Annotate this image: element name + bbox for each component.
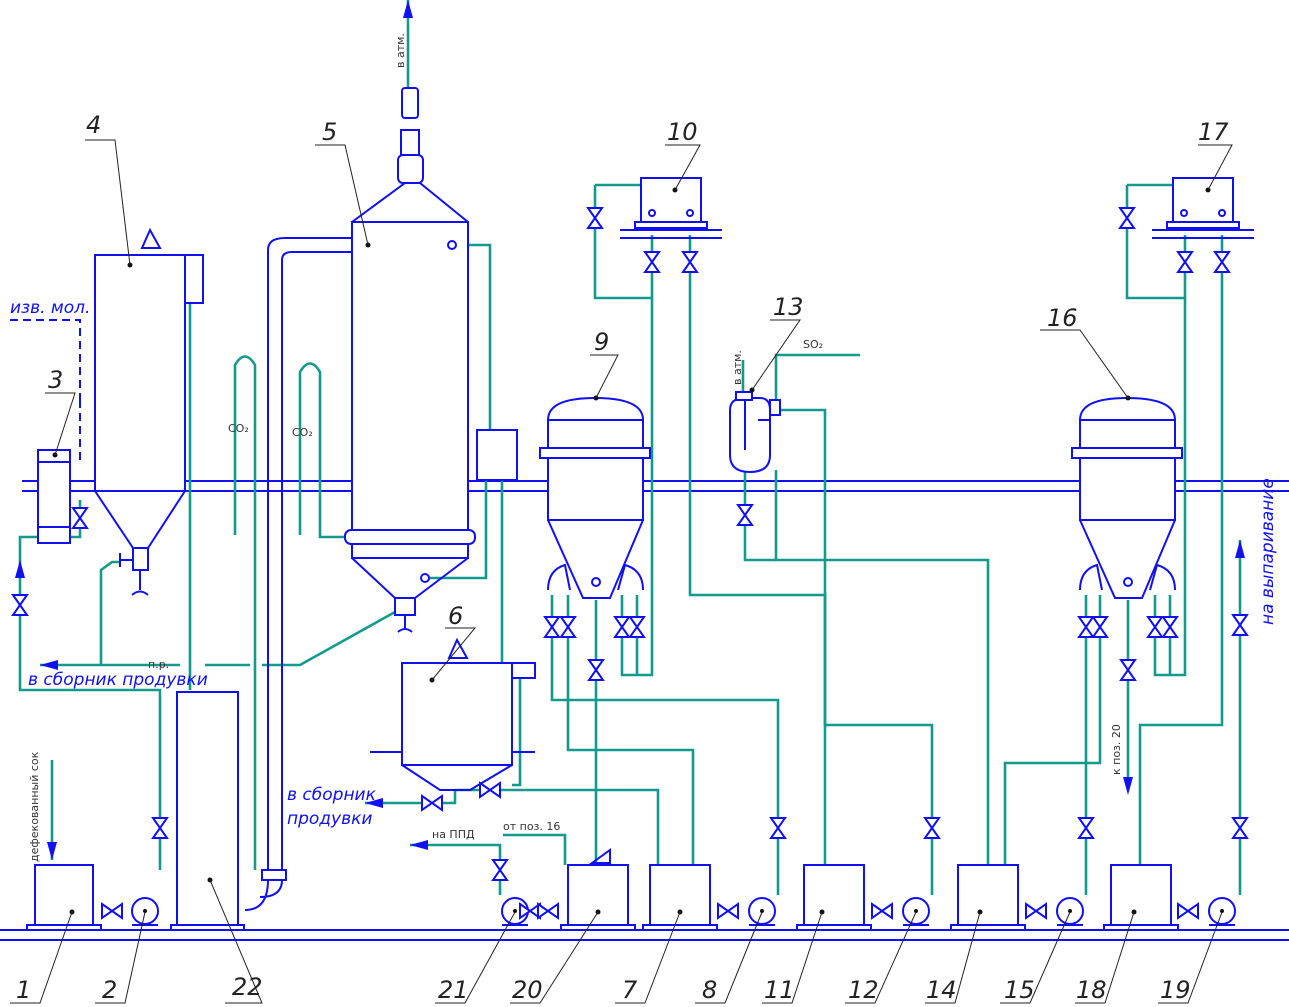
pos-16: 16: [1047, 304, 1078, 332]
pos-15: 15: [1004, 976, 1035, 1004]
leader-lines: [10, 139, 1233, 1004]
equipment-16-filter: [1071, 396, 1183, 599]
valve-icon[interactable]: [1091, 616, 1109, 638]
valve-icon[interactable]: [1146, 616, 1164, 638]
pos-1: 1: [16, 976, 31, 1004]
valve-icon[interactable]: [71, 507, 89, 529]
equipment-3-heat-exchanger: [10, 319, 81, 544]
valve-icon[interactable]: [1077, 616, 1095, 638]
equipment-17-tank: [1152, 177, 1254, 239]
valve-icon[interactable]: [736, 504, 754, 526]
valve-icon[interactable]: [586, 207, 604, 229]
pos-22: 22: [232, 973, 263, 1001]
valve-icon[interactable]: [421, 794, 443, 812]
valve-icon[interactable]: [1231, 817, 1249, 839]
valve-icon[interactable]: [769, 817, 787, 839]
valve-icon[interactable]: [11, 594, 29, 616]
valve-icon[interactable]: [681, 251, 699, 273]
pos-13: 13: [773, 293, 804, 321]
valve-icon[interactable]: [479, 781, 501, 799]
valve-icon[interactable]: [613, 616, 631, 638]
equipment-9-filter: [539, 396, 651, 599]
equipment-6-tank: [370, 637, 536, 791]
label-to-pos20: к поз. 20: [1110, 724, 1123, 775]
pos-4: 4: [86, 111, 101, 139]
valve-icon[interactable]: [923, 817, 941, 839]
equipment-4-tank: [94, 227, 204, 596]
label-to-ppd: на ППД: [432, 828, 475, 841]
valve-icon[interactable]: [537, 902, 559, 920]
label-co2: CO₂: [292, 426, 313, 439]
valve-icon[interactable]: [628, 616, 646, 638]
valve-icon[interactable]: [1231, 614, 1249, 636]
label-so2: SO₂: [803, 338, 823, 351]
label-to-evaporation: на выпаривание: [1258, 478, 1278, 625]
valve-icon[interactable]: [151, 817, 169, 839]
pos-12: 12: [848, 976, 879, 1004]
valve-icon[interactable]: [643, 251, 661, 273]
pos-14: 14: [926, 976, 957, 1004]
label-to-atm: в атм.: [394, 33, 407, 68]
valve-icon[interactable]: [1176, 251, 1194, 273]
valve-icon[interactable]: [1025, 902, 1047, 920]
valve-icon[interactable]: [871, 902, 893, 920]
valve-icon[interactable]: [101, 902, 123, 920]
pos-18: 18: [1076, 976, 1107, 1004]
valve-icon[interactable]: [1213, 251, 1231, 273]
position-numbers: 4 5 3 9 10 13 16 17 6 1 2 22 21 20 7 8 1…: [16, 111, 1229, 1004]
valve-icon[interactable]: [1118, 207, 1136, 229]
pump-icon: [902, 897, 930, 926]
pos-7: 7: [622, 976, 638, 1004]
valve-icon[interactable]: [1177, 902, 1199, 920]
label-pr: п.р.: [148, 658, 169, 671]
pos-5: 5: [322, 118, 337, 146]
pos-9: 9: [594, 328, 609, 356]
valve-icon[interactable]: [1161, 616, 1179, 638]
valve-icon[interactable]: [1077, 817, 1095, 839]
valves: [11, 207, 1249, 920]
label-to-atm-13: в атм.: [731, 350, 744, 385]
floor: [0, 929, 1289, 941]
label-to-blowdown-2: продувки: [287, 809, 372, 829]
label-co2: CO₂: [228, 422, 249, 435]
valve-icon[interactable]: [587, 659, 605, 681]
equipment-box: [476, 429, 518, 481]
label-defecated-juice: дефекованный сок: [28, 751, 41, 862]
flow-arrows: [15, 0, 1245, 860]
label-to-blowdown-2: в сборник: [287, 785, 377, 805]
equipment-13-sulfitator: [729, 391, 781, 474]
valve-icon[interactable]: [491, 859, 509, 881]
pos-10: 10: [667, 118, 698, 146]
valve-icon[interactable]: [559, 616, 577, 638]
platform: [22, 480, 1289, 492]
equipment-10-tank: [620, 177, 722, 239]
pos-11: 11: [764, 976, 795, 1004]
pump-icon: [131, 897, 159, 926]
bottom-tanks: [26, 691, 1179, 931]
pos-17: 17: [1198, 118, 1229, 146]
pos-3: 3: [48, 366, 63, 394]
label-from-pos16: от поз. 16: [503, 820, 560, 833]
valve-icon[interactable]: [717, 902, 739, 920]
pos-8: 8: [702, 976, 717, 1004]
pump-icon: [1208, 897, 1236, 926]
pos-2: 2: [102, 976, 117, 1004]
pump-icon: [748, 897, 776, 926]
pos-21: 21: [438, 976, 469, 1004]
label-to-blowdown: в сборник продувки: [28, 670, 208, 690]
stream-labels: изв. мол. в сборник продувки п.р. CO₂ CO…: [10, 33, 1278, 862]
valve-icon[interactable]: [1119, 659, 1137, 681]
pos-19: 19: [1160, 976, 1191, 1004]
valve-icon[interactable]: [519, 902, 541, 920]
valve-icon[interactable]: [543, 616, 561, 638]
equipment-5-saturator: [244, 87, 476, 911]
pos-20: 20: [512, 976, 543, 1004]
pump-icon: [1056, 897, 1084, 926]
label-lime-milk: изв. мол.: [10, 298, 90, 318]
pos-6: 6: [448, 602, 463, 630]
